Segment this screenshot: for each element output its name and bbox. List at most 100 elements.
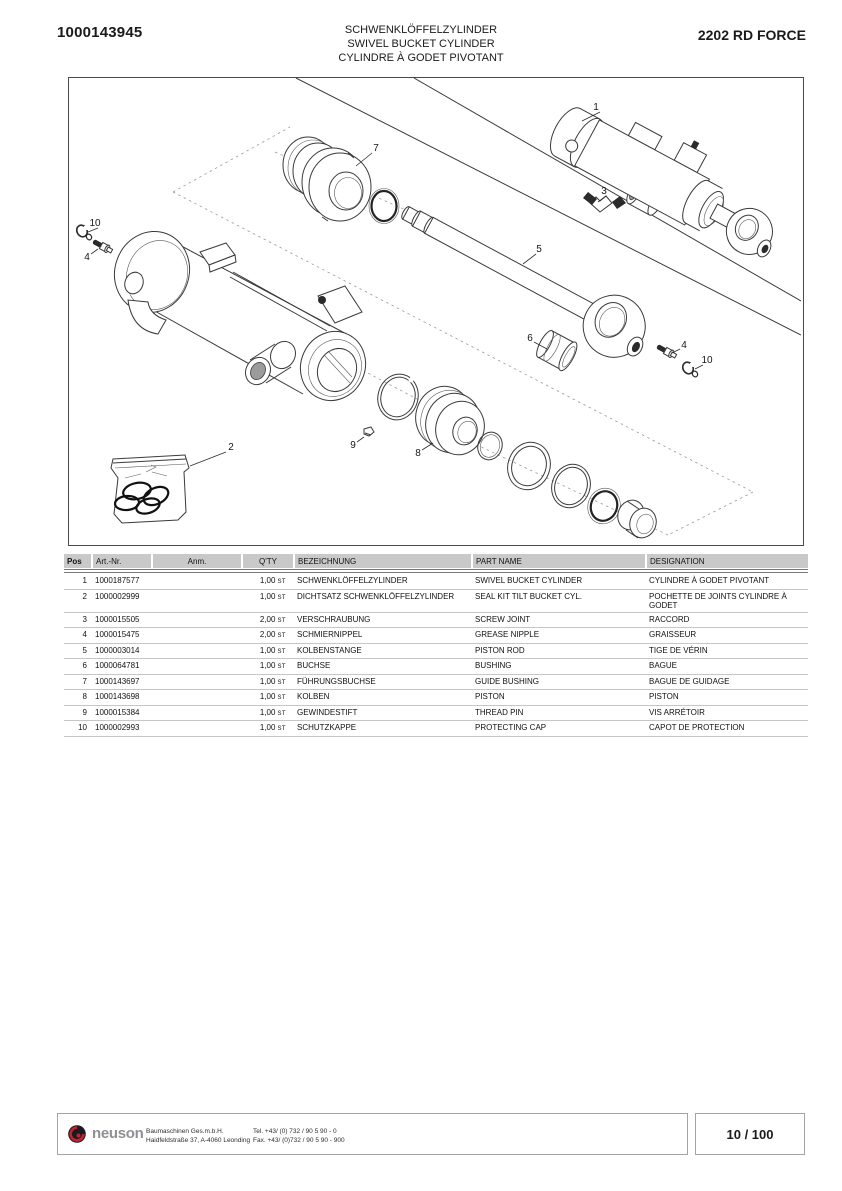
cell-pos: 7 <box>64 674 92 690</box>
cell-bezeichnung: SCHWENKLÖFFELZYLINDER <box>294 574 472 590</box>
cell-pos: 6 <box>64 658 92 675</box>
cell-artnr: 1000002993 <box>92 720 152 737</box>
callout-leader <box>522 253 537 265</box>
callout-number: 9 <box>350 440 356 451</box>
cell-qty: 2,00 ST <box>242 627 294 644</box>
callout-number: 4 <box>681 340 687 351</box>
callout-number: 4 <box>84 252 90 263</box>
qty-unit: ST <box>275 648 286 655</box>
cell-designation: CAPOT DE PROTECTION <box>646 720 808 737</box>
piston-rod-part <box>401 206 646 358</box>
cell-anm <box>152 643 242 659</box>
title-french: CYLINDRE À GODET PIVOTANT <box>338 52 504 64</box>
company-line1: Baumaschinen Ges.m.b.H. <box>146 1128 224 1135</box>
callout-leader <box>355 152 373 167</box>
cell-designation: PISTON <box>646 689 808 706</box>
cell-partname: GUIDE BUSHING <box>472 674 646 690</box>
cell-anm <box>152 627 242 644</box>
parts-table: Pos Art.-Nr. Anm. Q'TY BEZEICHNUNG PART … <box>64 554 808 737</box>
cell-anm <box>152 589 242 613</box>
model-name: 2202 RD FORCE <box>697 27 806 43</box>
company-address: Baumaschinen Ges.m.b.H. Haidfeldstraße 3… <box>146 1127 250 1145</box>
qty-value: 1,00 <box>259 576 276 585</box>
cell-pos: 2 <box>64 589 92 613</box>
footer: neuson Baumaschinen Ges.m.b.H. Haidfelds… <box>57 1113 688 1155</box>
snap-ring <box>377 373 419 421</box>
callout-leader <box>671 348 681 354</box>
cylinder-barrel <box>114 230 367 401</box>
cell-pos: 9 <box>64 705 92 721</box>
cell-anm <box>152 674 242 690</box>
cell-bezeichnung: VERSCHRAUBUNG <box>294 612 472 628</box>
page-number: 10 / 100 <box>695 1113 805 1155</box>
cell-qty: 1,00 ST <box>242 705 294 721</box>
cell-partname: SCREW JOINT <box>472 612 646 628</box>
cell-designation: GRAISSEUR <box>646 627 808 644</box>
cell-bezeichnung: KOLBENSTANGE <box>294 643 472 659</box>
callout-number: 6 <box>527 333 533 344</box>
cell-qty: 1,00 ST <box>242 589 294 613</box>
qty-value: 1,00 <box>259 692 276 701</box>
qty-value: 1,00 <box>259 591 276 601</box>
col-qty: Q'TY <box>242 554 295 568</box>
double-rule <box>64 569 808 573</box>
grease-nipple-left <box>92 239 114 254</box>
cell-partname: BUSHING <box>472 658 646 675</box>
callout-number: 10 <box>89 218 101 229</box>
seal-ring-series <box>477 431 657 539</box>
cell-pos: 10 <box>64 720 92 737</box>
cell-bezeichnung: SCHUTZKAPPE <box>294 720 472 737</box>
col-bezeichnung: BEZEICHNUNG <box>294 554 473 568</box>
cell-artnr: 1000143698 <box>92 689 152 706</box>
cell-anm <box>152 612 242 628</box>
cell-artnr: 1000002999 <box>92 589 152 613</box>
cell-designation: RACCORD <box>646 612 808 628</box>
cell-artnr: 1000015505 <box>92 612 152 628</box>
cell-designation: POCHETTE DE JOINTS CYLINDRE À GODET <box>646 589 808 613</box>
cell-qty: 1,00 ST <box>242 574 294 590</box>
qty-unit: ST <box>275 579 286 585</box>
cell-pos: 8 <box>64 689 92 706</box>
cell-designation: TIGE DE VÉRIN <box>646 643 808 659</box>
col-artnr: Art.-Nr. <box>92 554 153 568</box>
guide-bushing-part <box>282 136 372 222</box>
callout-leader <box>597 195 607 203</box>
cell-bezeichnung: KOLBEN <box>294 689 472 706</box>
title-german: SCHWENKLÖFFELZYLINDER <box>344 24 498 36</box>
cell-bezeichnung: DICHTSATZ SCHWENKLÖFFELZYLINDER <box>294 589 472 613</box>
neuson-logo-icon <box>67 1124 87 1144</box>
cell-designation: BAGUE DE GUIDAGE <box>646 674 808 690</box>
col-designation: DESIGNATION <box>646 554 808 568</box>
qty-unit: ST <box>275 726 286 732</box>
brand-name: neuson <box>92 1125 144 1142</box>
callout-number: 8 <box>415 448 421 459</box>
assembled-cylinder-part <box>549 107 773 258</box>
cell-partname: SWIVEL BUCKET CYLINDER <box>472 574 646 590</box>
cell-qty: 1,00 ST <box>242 674 294 690</box>
qty-unit: ST <box>275 617 286 624</box>
callout-leader <box>356 436 365 443</box>
callout-number: 1 <box>593 102 599 113</box>
cell-artnr: 1000015384 <box>92 705 152 721</box>
callout-leader <box>533 341 548 350</box>
callout-number: 3 <box>601 186 607 197</box>
rod-seal-ring <box>368 188 400 224</box>
cell-artnr: 1000187577 <box>92 574 152 590</box>
callout-leader <box>87 227 99 233</box>
col-anm: Anm. <box>152 554 243 568</box>
col-pos: Pos <box>64 554 93 568</box>
cell-anm <box>152 574 242 590</box>
company-telfax: Tel. +43/ (0) 732 / 90 5 90 - 0 Fax. +43… <box>253 1127 345 1145</box>
qty-value: 1,00 <box>259 661 276 670</box>
cell-partname: THREAD PIN <box>472 705 646 721</box>
cell-partname: PISTON ROD <box>472 643 646 659</box>
